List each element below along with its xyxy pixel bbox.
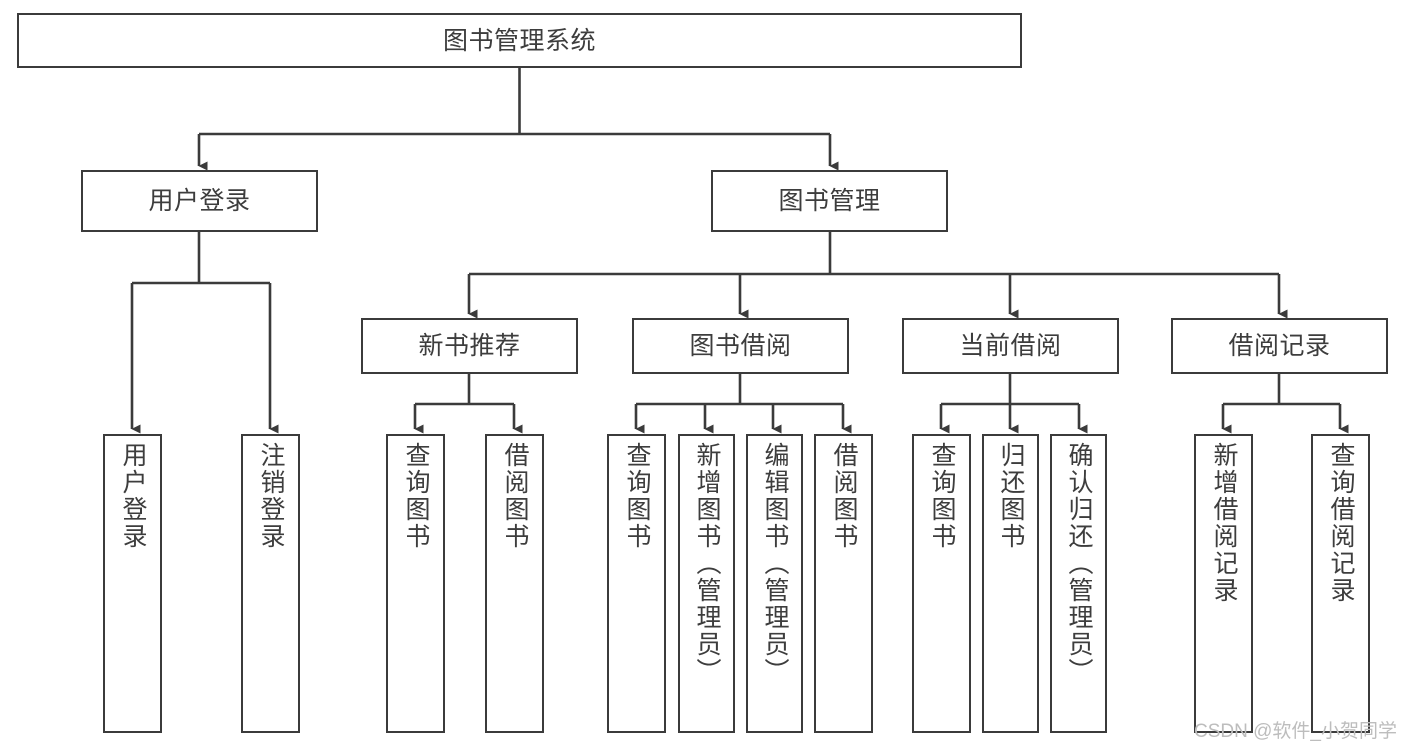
node-label: 借阅图书 (830, 442, 858, 550)
node-leaf-edit-book-admin[interactable]: 编辑图书（管理员） (746, 434, 803, 733)
node-label: 确认归还（管理员） (1065, 442, 1093, 685)
node-leaf-add-book-admin[interactable]: 新增图书（管理员） (678, 434, 735, 733)
node-leaf-query-book-borrow[interactable]: 查询图书 (607, 434, 666, 733)
node-leaf-confirm-return-admin[interactable]: 确认归还（管理员） (1050, 434, 1107, 733)
node-label: 查询图书 (623, 442, 651, 550)
watermark-text: CSDN @软件_小贺同学 (1194, 721, 1397, 742)
node-user-login[interactable]: 用户登录 (81, 170, 318, 232)
node-leaf-logout[interactable]: 注销登录 (241, 434, 300, 733)
node-label: 当前借阅 (959, 332, 1062, 360)
node-leaf-query-borrow-record[interactable]: 查询借阅记录 (1311, 434, 1370, 733)
node-label: 用户登录 (119, 442, 147, 550)
node-leaf-user-login[interactable]: 用户登录 (103, 434, 162, 733)
node-leaf-query-book-current[interactable]: 查询图书 (912, 434, 971, 733)
node-leaf-borrow-book[interactable]: 借阅图书 (814, 434, 873, 733)
node-book-management[interactable]: 图书管理 (711, 170, 948, 232)
node-label: 注销登录 (257, 442, 285, 550)
node-new-book-recommendation[interactable]: 新书推荐 (361, 318, 578, 374)
node-label: 用户登录 (148, 187, 251, 215)
node-leaf-borrow-book-recommend[interactable]: 借阅图书 (485, 434, 544, 733)
node-leaf-add-borrow-record[interactable]: 新增借阅记录 (1194, 434, 1253, 733)
node-label: 查询图书 (402, 442, 430, 550)
node-label: 查询借阅记录 (1327, 442, 1355, 604)
node-label: 借阅图书 (501, 442, 529, 550)
node-label: 新书推荐 (418, 332, 521, 360)
node-label: 图书管理系统 (442, 26, 596, 55)
node-label: 新增图书（管理员） (693, 442, 721, 685)
node-label: 图书借阅 (689, 332, 792, 360)
node-label: 编辑图书（管理员） (761, 442, 789, 685)
node-leaf-query-book-recommend[interactable]: 查询图书 (386, 434, 445, 733)
node-borrowing-record[interactable]: 借阅记录 (1171, 318, 1388, 374)
node-book-borrowing[interactable]: 图书借阅 (632, 318, 849, 374)
node-label: 归还图书 (997, 442, 1025, 550)
node-label: 查询图书 (928, 442, 956, 550)
node-current-borrowing[interactable]: 当前借阅 (902, 318, 1119, 374)
node-label: 新增借阅记录 (1210, 442, 1238, 604)
node-leaf-return-book[interactable]: 归还图书 (982, 434, 1039, 733)
node-label: 借阅记录 (1228, 332, 1331, 360)
node-label: 图书管理 (778, 187, 881, 215)
node-root-book-management-system[interactable]: 图书管理系统 (17, 13, 1022, 68)
